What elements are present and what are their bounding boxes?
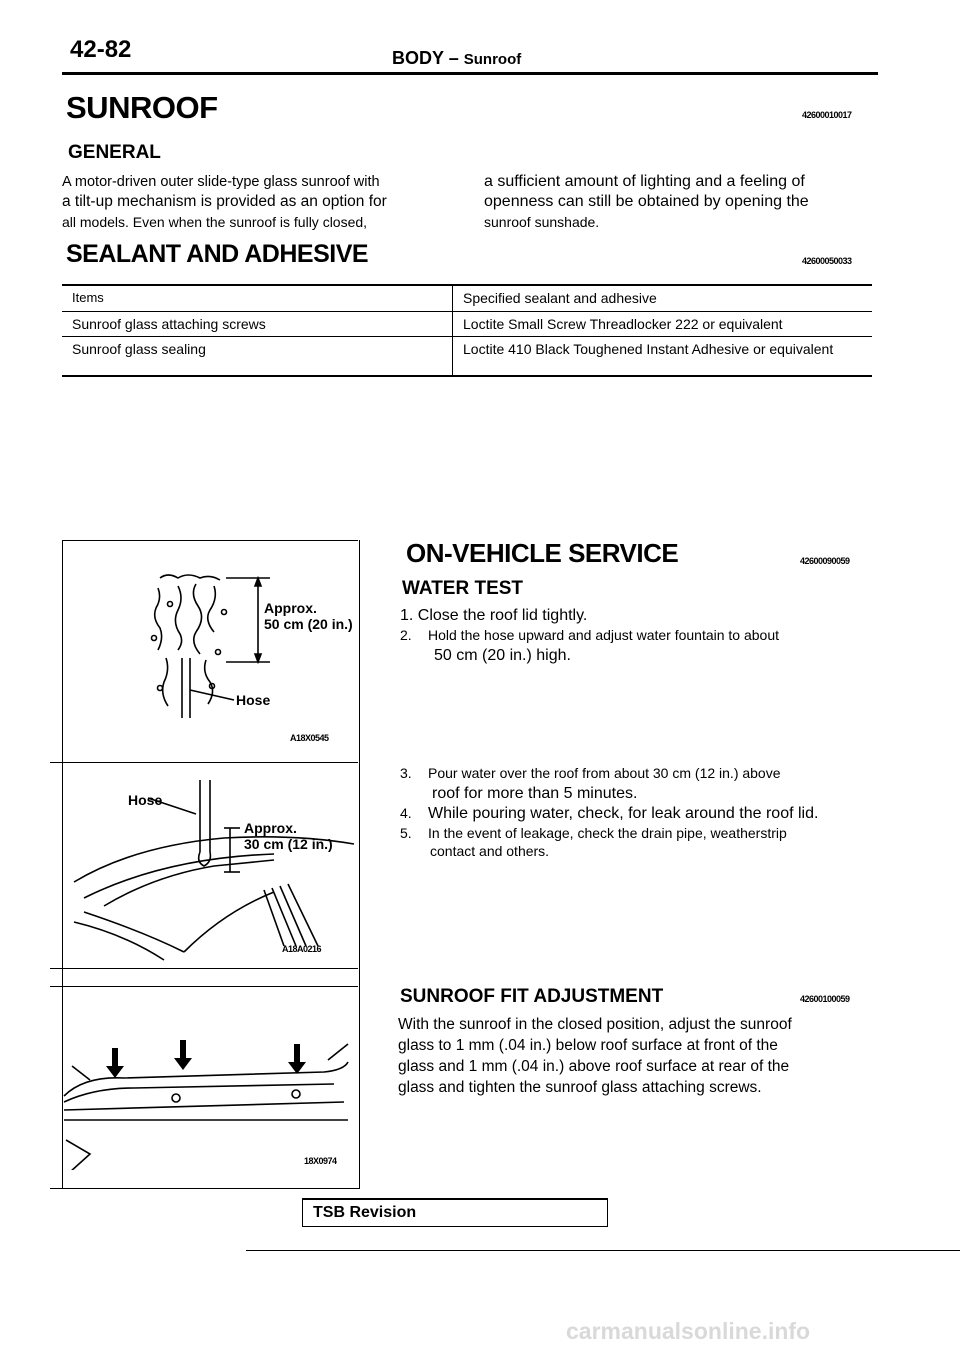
adjust-text: With the sunroof in the closed position,… xyxy=(398,1014,868,1098)
title-dash: – xyxy=(448,48,459,68)
step-4-text: While pouring water, check, for leak aro… xyxy=(428,805,819,822)
step-1: 1. Close the roof lid tightly. xyxy=(400,607,588,624)
step-3: 3. Pour water over the roof from about 30… xyxy=(400,764,870,783)
section-name: BODY xyxy=(392,48,444,68)
table-cell-item: Sunroof glass attaching screws xyxy=(72,315,266,332)
step-2-text: Hold the hose upward and adjust water fo… xyxy=(428,627,780,643)
figure-frame xyxy=(62,540,360,1188)
step-2-number: 2. xyxy=(400,627,412,643)
page-number: 42-82 xyxy=(70,36,132,63)
step-3-continued: roof for more than 5 minutes. xyxy=(432,785,638,802)
sunroof-title: SUNROOF xyxy=(66,90,218,125)
adjust-line: glass and 1 mm (.04 in.) above roof surf… xyxy=(398,1058,790,1075)
fig1-approx: Approx. xyxy=(264,600,317,616)
service-code: 42600090059 xyxy=(800,556,850,566)
table-cell-item: Sunroof glass sealing xyxy=(72,340,206,357)
general-col2-line: a sufficient amount of lighting and a fe… xyxy=(484,173,805,190)
footer-rule xyxy=(246,1250,960,1251)
figure-bottom-rule xyxy=(50,1188,360,1189)
header-rule xyxy=(62,72,878,75)
step-5-continued: contact and others. xyxy=(430,843,550,859)
fig2-approx: Approx. xyxy=(244,820,297,836)
adjust-line: With the sunroof in the closed position,… xyxy=(398,1016,792,1033)
fig2-dimension: 30 cm (12 in.) xyxy=(244,836,333,852)
sunroof-code: 42600010017 xyxy=(802,110,852,120)
step-5-number: 5. xyxy=(400,825,412,841)
fig1-approx-label: Approx. 50 cm (20 in.) xyxy=(264,600,353,632)
adjust-line: glass and tighten the sunroof glass atta… xyxy=(398,1079,762,1096)
fig2-hose-label: Hose xyxy=(128,792,163,808)
watermark-url: carmanualsonline.info xyxy=(566,1318,811,1344)
table-cell-sealant: Loctite Small Screw Threadlocker 222 or … xyxy=(452,311,872,336)
general-col1-line: A motor-driven outer slide-type glass su… xyxy=(62,174,380,190)
fig3-code: 18X0974 xyxy=(304,1156,337,1166)
adjust-code: 42600100059 xyxy=(800,994,850,1004)
general-col1-line: a tilt-up mechanism is provided as an op… xyxy=(62,193,387,210)
fig2-code: A18A0216 xyxy=(282,944,322,954)
step-4: 4. While pouring water, check, for leak a… xyxy=(400,804,870,823)
table-cell-sealant: Loctite 410 Black Toughened Instant Adhe… xyxy=(452,336,872,376)
water-fountain-illustration xyxy=(150,574,270,718)
table-header-items: Items xyxy=(72,290,104,305)
table-row: Sunroof glass sealing Loctite 410 Black … xyxy=(62,336,872,376)
figure-divider-2 xyxy=(50,968,358,969)
adjust-title: SUNROOF FIT ADJUSTMENT xyxy=(400,986,664,1007)
figure-top-rule xyxy=(62,540,358,541)
table-header-row: Items Specified sealant and adhesive xyxy=(62,285,872,311)
sealant-title: SEALANT AND ADHESIVE xyxy=(66,240,369,268)
step-2: 2. Hold the hose upward and adjust water … xyxy=(400,626,870,645)
adjust-line: glass to 1 mm (.04 in.) below roof surfa… xyxy=(398,1037,778,1054)
table-header-sealant: Specified sealant and adhesive xyxy=(452,285,872,311)
general-col2-line: sunroof sunshade. xyxy=(484,214,600,230)
general-col1-line: all models. Even when the sunroof is ful… xyxy=(62,214,368,230)
sunroof-section-illustration xyxy=(63,1040,349,1170)
tsb-revision-box: TSB Revision xyxy=(302,1198,608,1227)
sealant-code: 42600050033 xyxy=(802,256,852,266)
step-4-number: 4. xyxy=(400,805,412,821)
water-test-heading: WATER TEST xyxy=(402,578,524,599)
step-3-number: 3. xyxy=(400,765,412,781)
sealant-table: Items Specified sealant and adhesive Sun… xyxy=(62,284,872,377)
general-heading: GENERAL xyxy=(68,142,161,163)
header-title: BODY – Sunroof xyxy=(392,48,521,69)
step-5: 5. In the event of leakage, check the dra… xyxy=(400,824,870,843)
step-5-text: In the event of leakage, check the drain… xyxy=(428,825,787,841)
step-3-text: Pour water over the roof from about 30 c… xyxy=(428,765,781,781)
roof-hose-illustration xyxy=(73,780,355,961)
general-col2-line: openness can still be obtained by openin… xyxy=(484,193,809,210)
table-row: Sunroof glass attaching screws Loctite S… xyxy=(62,311,872,336)
service-title: ON-VEHICLE SERVICE xyxy=(406,538,679,568)
fig1-hose-label: Hose xyxy=(236,692,271,708)
figure-divider-3 xyxy=(50,986,358,987)
subsection-name: Sunroof xyxy=(463,51,522,68)
fig1-code: A18X0545 xyxy=(290,733,329,743)
fig2-approx-label: Approx. 30 cm (12 in.) xyxy=(244,820,333,852)
general-col1: A motor-driven outer slide-type glass su… xyxy=(62,172,452,232)
step-2-continued: 50 cm (20 in.) high. xyxy=(434,647,571,664)
fig1-dimension: 50 cm (20 in.) xyxy=(264,616,353,632)
figure-divider-1 xyxy=(50,762,358,763)
general-col2: a sufficient amount of lighting and a fe… xyxy=(484,172,874,232)
